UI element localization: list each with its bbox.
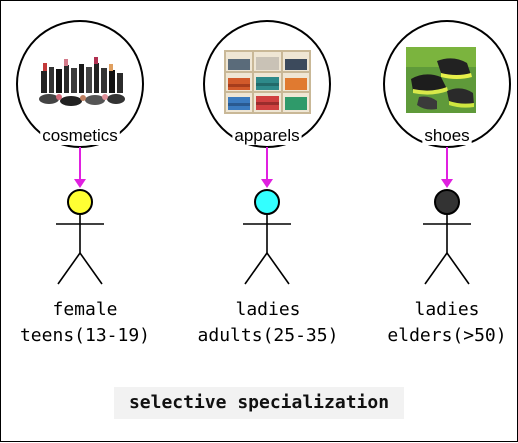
segment-label-shoes: ladies elders(>50): [357, 297, 518, 349]
segment-label-apparels: ladies adults(25-35): [178, 297, 358, 349]
segment-apparels: apparels: [203, 20, 331, 285]
stick-figure: [56, 189, 104, 285]
product-label-apparels: apparels: [234, 126, 299, 145]
segment-label-cosmetics: female teens(13-19): [0, 297, 175, 349]
segment-label-line1: ladies: [235, 299, 301, 320]
segment-label-line1: female: [52, 299, 118, 320]
product-label-cosmetics: cosmetics: [42, 126, 118, 145]
diagram-caption: selective specialization: [114, 387, 404, 419]
arrow-head: [74, 179, 86, 188]
arrow-head: [441, 179, 453, 188]
label-backdrop: [40, 126, 120, 145]
apparel-image: [224, 50, 311, 114]
shoes-image: [406, 47, 476, 113]
segment-label-line1: ladies: [414, 299, 480, 320]
arrow-head: [261, 179, 273, 188]
segment-cosmetics: cosmetics: [16, 20, 144, 285]
stick-figure: [243, 189, 291, 285]
label-backdrop: [422, 126, 472, 145]
cosmetics-image: [37, 57, 127, 107]
product-label-shoes: shoes: [424, 126, 469, 145]
segment-label-line2: adults(25-35): [197, 325, 339, 346]
segment-label-line2: teens(13-19): [19, 325, 151, 346]
segment-label-line2: elders(>50): [387, 325, 507, 346]
segment-shoes: shoes: [383, 20, 511, 285]
label-backdrop: [232, 126, 302, 145]
stick-figure: [423, 189, 471, 285]
